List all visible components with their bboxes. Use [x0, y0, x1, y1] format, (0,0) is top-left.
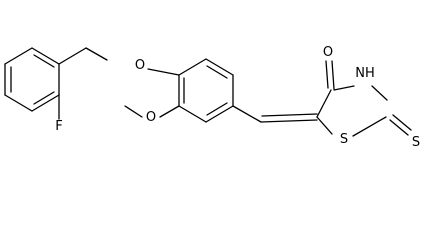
atom-labels: F O O O NH S S	[55, 45, 420, 150]
bond	[389, 119, 409, 136]
bond	[232, 105, 262, 123]
bond	[205, 58, 234, 76]
bond	[206, 102, 228, 116]
bond	[124, 105, 143, 118]
chemical-structure-diagram: F O O O NH S S	[4, 45, 420, 150]
nh-atom-label: NH	[355, 66, 375, 81]
bond	[260, 119, 318, 123]
bond	[4, 47, 33, 65]
bond	[33, 54, 55, 68]
bond	[178, 105, 207, 123]
bond	[205, 105, 234, 123]
bond	[159, 105, 180, 118]
bond	[316, 89, 332, 118]
thione-sulfur-atom-label: S	[412, 135, 420, 150]
carbonyl-oxygen-atom-label: O	[323, 45, 333, 60]
methoxy-oxygen-atom-label: O	[146, 110, 156, 125]
bond	[4, 94, 33, 112]
bond	[316, 116, 333, 135]
bond	[33, 91, 55, 105]
bond	[371, 85, 388, 101]
bond	[392, 114, 412, 131]
bond	[206, 65, 228, 79]
ether-oxygen-atom-label: O	[135, 58, 145, 73]
fluorine-atom-label: F	[55, 119, 62, 134]
bond	[85, 47, 108, 61]
bond	[58, 47, 87, 65]
bond	[31, 47, 60, 65]
bond	[31, 94, 60, 112]
bond	[325, 60, 329, 89]
bond	[333, 85, 355, 91]
bond	[147, 68, 180, 76]
bond	[331, 60, 335, 90]
bonds	[4, 47, 412, 137]
ring-sulfur-atom-label: S	[340, 132, 348, 147]
bond	[178, 58, 207, 76]
bond	[261, 113, 318, 117]
bond	[352, 116, 387, 137]
